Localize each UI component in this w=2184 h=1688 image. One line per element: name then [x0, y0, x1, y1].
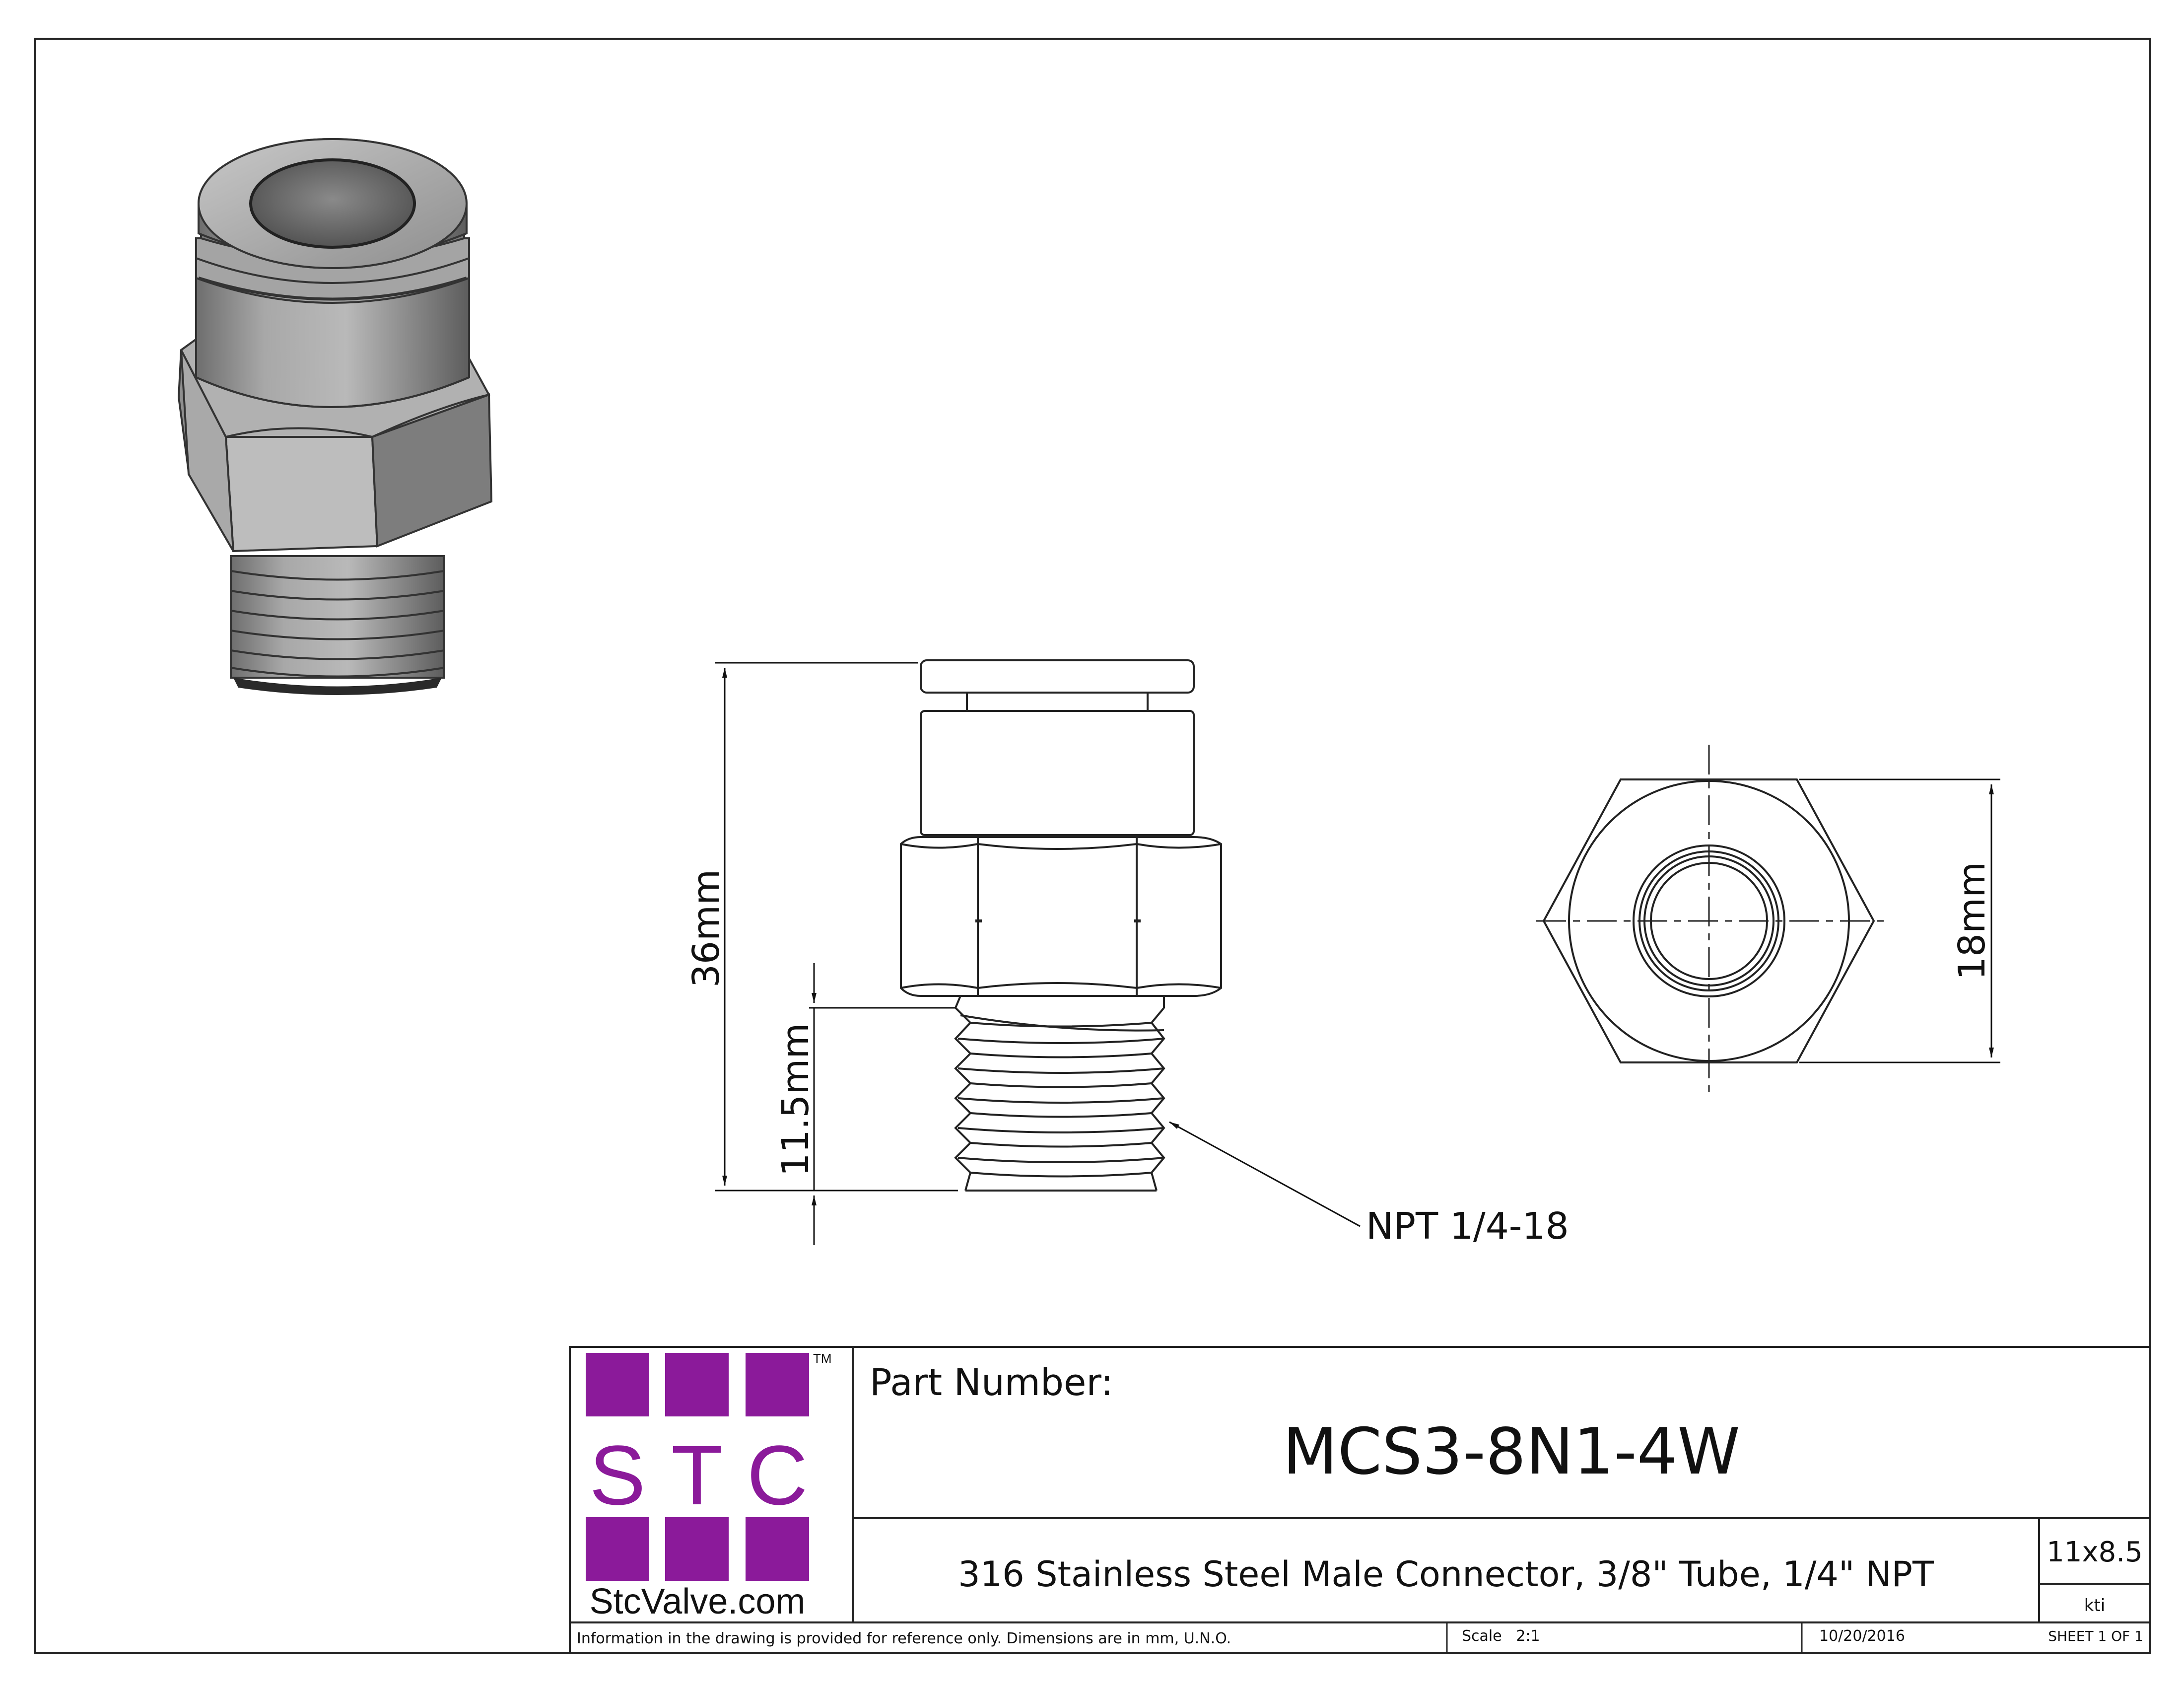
part-number-label: Part Number:: [870, 1361, 1113, 1404]
logo-square: [586, 1517, 649, 1581]
front-thread: [954, 995, 1165, 1192]
logo-letter-t: T: [671, 1428, 723, 1523]
isometric-view: [177, 138, 493, 695]
iso-collet: [195, 138, 470, 304]
thread-callout-leader: [1169, 1121, 1361, 1227]
logo-square: [746, 1353, 809, 1416]
logo-square: [665, 1517, 729, 1581]
dim-overall-length: [715, 662, 958, 1192]
sheet-number: SHEET 1 OF 1: [2048, 1628, 2143, 1644]
dim-thread-length: [809, 963, 956, 1245]
front-hex: [900, 836, 1222, 997]
logo-square: [586, 1353, 649, 1416]
logo-letter-s: S: [589, 1428, 645, 1523]
part-description: 316 Stainless Steel Male Connector, 3/8"…: [958, 1554, 1934, 1595]
thread-callout-label: NPT 1/4-18: [1366, 1205, 1569, 1248]
end-view: [1536, 745, 1886, 1097]
scale: Scale 2:1: [1462, 1627, 1540, 1645]
dim-hex-flats: [1799, 778, 2000, 1063]
iso-body: [195, 277, 470, 408]
logo-website: StcValve.com: [590, 1582, 806, 1621]
logo-square: [746, 1517, 809, 1581]
part-number: MCS3-8N1-4W: [1283, 1415, 1740, 1489]
drawn-by: kti: [2084, 1596, 2105, 1616]
iso-thread: [230, 555, 445, 695]
front-body: [920, 710, 1195, 836]
stc-logo: S T C TM StcValve.com: [586, 1351, 832, 1621]
logo-square: [665, 1353, 729, 1416]
front-collar: [920, 659, 1195, 694]
logo-trademark: TM: [813, 1351, 832, 1366]
sheet-size: 11x8.5: [2047, 1536, 2142, 1568]
front-view: [900, 659, 1222, 1192]
title-block: [569, 1346, 2151, 1654]
dim-hex-flats-label: 18mm: [1951, 862, 1993, 980]
logo-letter-c: C: [747, 1428, 808, 1523]
dim-thread-length-label: 11.5mm: [774, 1023, 817, 1177]
drawing-date: 10/20/2016: [1819, 1627, 1905, 1645]
end-collet: [1633, 844, 1785, 997]
dim-overall-length-label: 36mm: [685, 869, 728, 987]
disclaimer: Information in the drawing is provided f…: [577, 1630, 1231, 1647]
